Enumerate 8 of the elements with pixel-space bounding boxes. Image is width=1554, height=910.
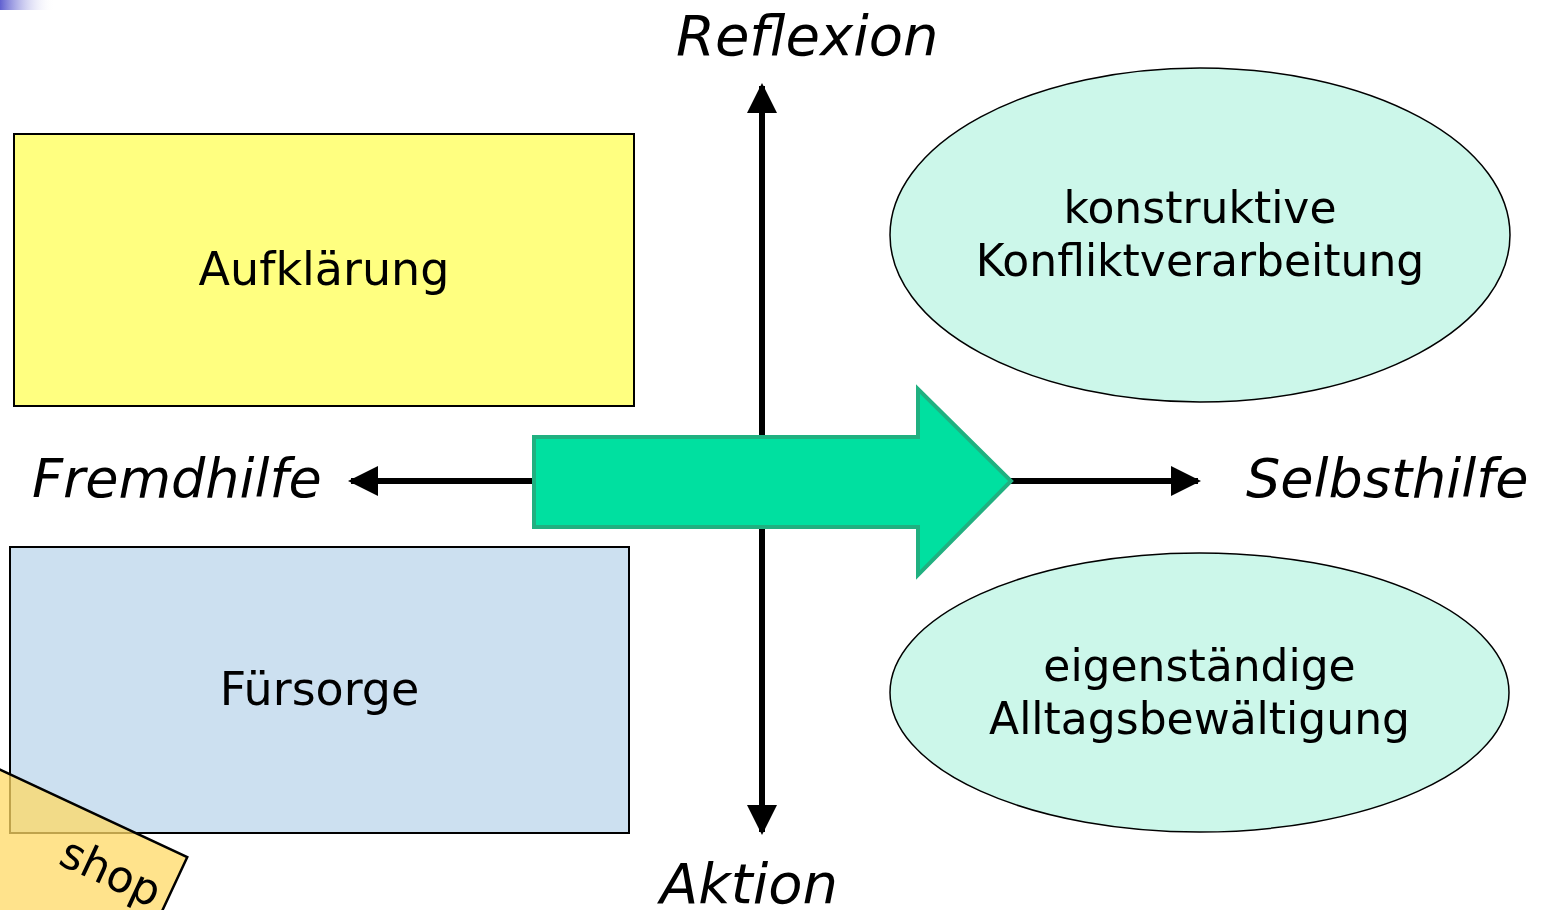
axis-label: Reflexion — [676, 8, 939, 64]
axis-label: Fremdhilfe — [32, 452, 322, 506]
axis-label: Selbsthilfe — [1246, 452, 1529, 506]
node-label: eigenständige Alltagsbewältigung — [988, 639, 1411, 746]
node-label: konstruktive Konfliktverarbeitung — [974, 182, 1426, 288]
note-text: shop — [51, 826, 170, 910]
node-label: Fürsorge — [219, 662, 420, 718]
node-label: Aufklärung — [198, 242, 450, 298]
